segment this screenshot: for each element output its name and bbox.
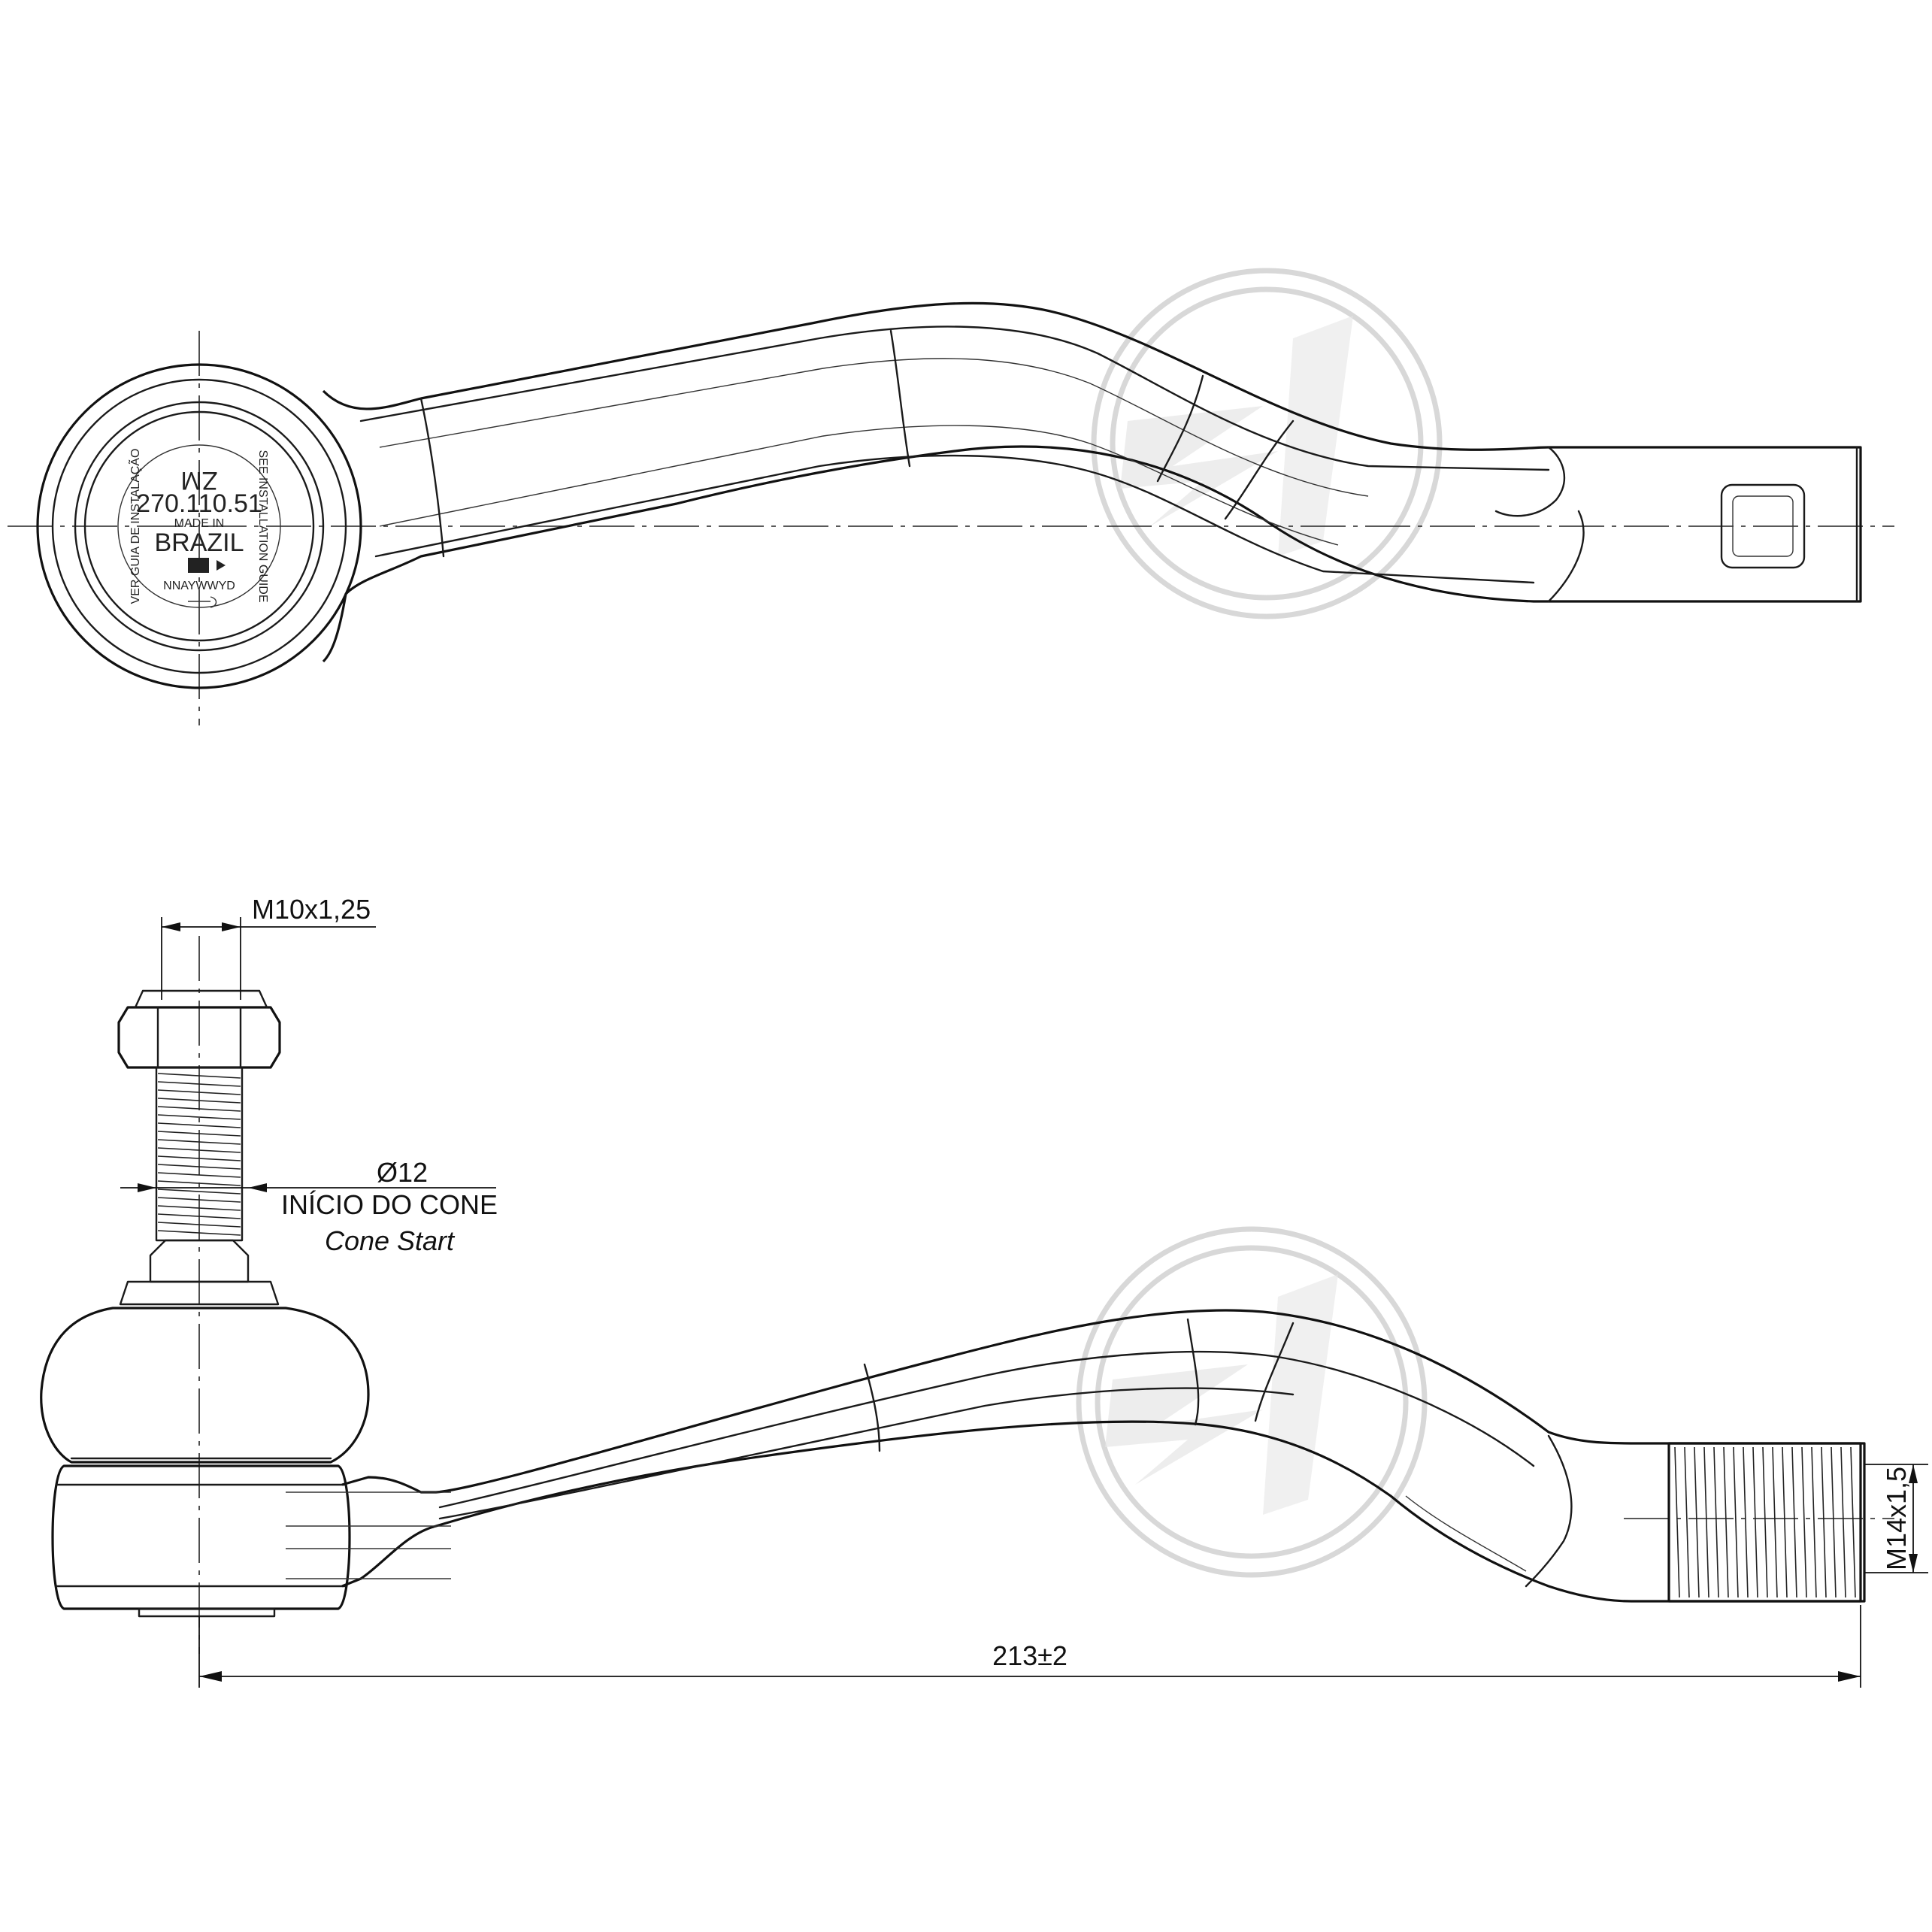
cone-start-en-label: Cone Start: [325, 1225, 456, 1256]
stamp-ring-right: SEE INSTALLATION GUIDE: [256, 450, 269, 602]
dimension-overall-length: 213±2: [198, 1605, 1861, 1688]
cone-diameter-label: Ø12: [377, 1157, 428, 1188]
stud-thread-label: M10x1,25: [252, 894, 371, 925]
stamp-ring-left: VER GUIA DE INSTALAÇÃO: [127, 449, 142, 604]
mold-mark-icon: [188, 596, 217, 608]
top-view: [8, 301, 1894, 725]
stamp-date-code: NNAYWWYD: [163, 580, 235, 592]
stud-threads: [157, 1073, 241, 1236]
side-view: [40, 936, 1894, 1654]
housing-stamp: ZM 270.110.51 MADE IN BRAZIL NNAYWWYD VE…: [127, 449, 269, 608]
overall-length-label: 213±2: [992, 1640, 1067, 1671]
rod-threads: [1674, 1446, 1856, 1598]
stamp-country: BRAZIL: [154, 528, 244, 557]
stamp-part-number: 270.110.51: [136, 489, 262, 518]
truck-icon: [188, 558, 226, 573]
stamp-made-in: MADE IN: [174, 517, 225, 530]
cone-start-pt-label: INÍCIO DO CONE: [281, 1189, 498, 1220]
dimension-cone-start: Ø12 INÍCIO DO CONE Cone Start: [120, 1157, 498, 1256]
watermark-top: [1091, 268, 1443, 619]
dimension-stud-thread: M10x1,25: [161, 894, 376, 1000]
stamp-brand: ZM: [180, 466, 217, 495]
dimension-rod-thread: M14x1,5: [1864, 1464, 1928, 1573]
watermark-bottom: [1076, 1226, 1428, 1578]
rod-thread-label: M14x1,5: [1881, 1467, 1912, 1570]
